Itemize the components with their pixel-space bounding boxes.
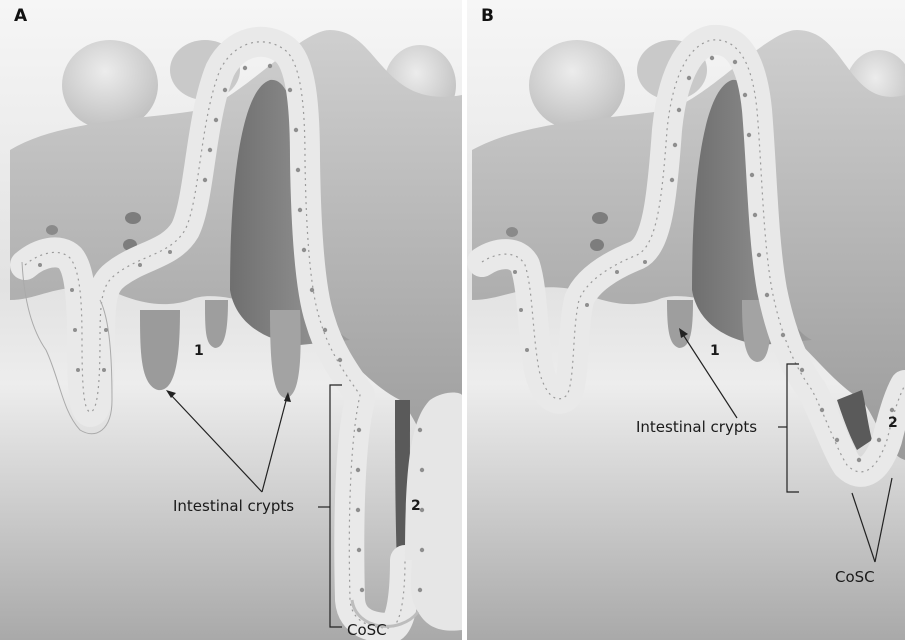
intestinal-crypts-label: Intestinal crypts	[173, 497, 294, 515]
panel-letter: A	[14, 6, 27, 26]
crypt-number-1: 1	[710, 343, 720, 359]
crypt-number-1: 1	[194, 343, 204, 359]
panel-letter: B	[481, 6, 494, 26]
gland-opening	[46, 225, 58, 235]
gland-opening	[590, 239, 604, 251]
villus-bump	[529, 40, 625, 130]
cosc-label: CoSC	[835, 568, 875, 586]
panel-b-illustration	[467, 0, 905, 640]
villus-bump	[62, 40, 158, 130]
cosc-label: CoSC	[347, 621, 387, 639]
gland-opening	[506, 227, 518, 237]
panel-b: B 1 2 Intestinal crypts CoSC	[467, 0, 905, 640]
intestinal-crypts-label: Intestinal crypts	[636, 418, 757, 436]
crypt-number-2: 2	[888, 415, 898, 431]
panel-a: A 1 2 Intestinal crypts CoSC	[0, 0, 462, 640]
crypt-number-2: 2	[411, 498, 421, 514]
gland-opening	[125, 212, 141, 224]
panel-a-illustration	[0, 0, 462, 640]
gland-opening	[592, 212, 608, 224]
